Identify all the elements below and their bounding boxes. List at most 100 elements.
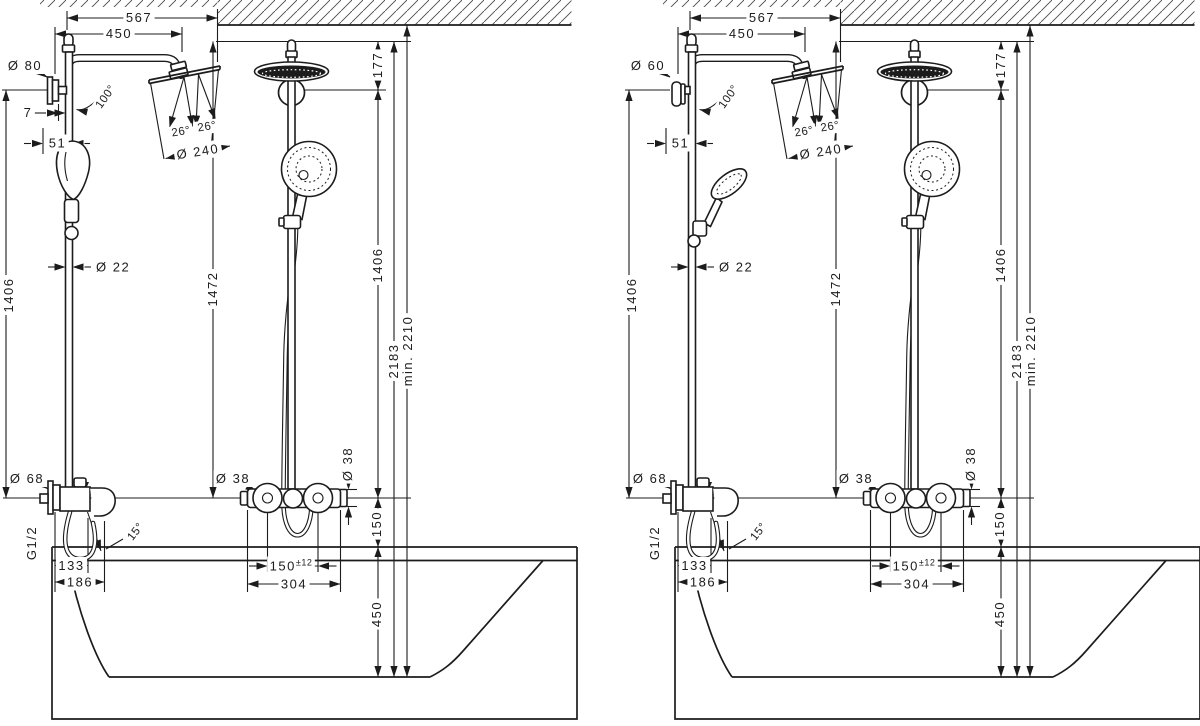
dim-offset-51: 51 [49,136,66,151]
dim-reach-133: 133 [681,558,707,573]
label-mask [669,134,692,152]
dim-reach-186: 186 [690,575,716,590]
dim-offset-51: 51 [672,136,689,151]
label-mask [123,9,155,26]
label-mask [369,49,386,81]
label-mask [278,575,310,593]
shower-linework-variant [34,77,90,240]
label-mask [369,245,386,285]
label-mask [91,80,121,114]
dim-flange-dia: Ø 60 [631,58,665,73]
label-mask [399,313,416,389]
drawing-right: 567 450 Ø 60 100° 51 26° 26° Ø 240 177 Ø… [623,0,1200,719]
label-mask [817,118,843,136]
label-mask [716,258,756,276]
label-mask [172,139,223,164]
dim-rim-150: 150 [369,511,384,537]
dim-total-width: 567 [749,10,775,25]
dim-spray-angle-right: 26° [820,120,841,135]
label-mask [726,25,758,42]
label-mask [194,118,220,136]
label-mask [46,134,69,152]
dim-height-column: 1472 [828,272,843,307]
label-mask [746,518,772,546]
label-mask [746,9,778,26]
dim-thread: G1/2 [647,526,662,560]
label-mask [991,508,1008,540]
label-mask [339,444,356,484]
dim-arm-reach: 450 [106,26,132,41]
dim-center-distance: 150±12 [270,558,313,574]
label-mask [991,598,1008,630]
label-mask [5,57,45,74]
label-mask [795,139,846,164]
dim-offset-7: 7 [24,105,33,120]
dim-valve-dia-callout: Ø 38 [839,471,873,486]
dim-tub-depth: 450 [369,601,384,627]
label-mask [204,269,221,309]
label-mask [168,123,194,141]
label-mask [267,556,315,575]
label-mask [213,470,253,487]
label-mask [962,444,979,484]
dim-rim-150: 150 [992,511,1007,537]
dim-spray-angle-left: 26° [794,125,815,140]
label-mask [7,470,47,487]
label-mask [678,557,711,574]
label-mask [836,470,876,487]
dim-flange-dia: Ø 80 [8,58,42,73]
dim-valve-flange-dia: Ø 68 [633,471,667,486]
dim-head-dia: Ø 240 [176,141,221,163]
drawing-left: 567 450 Ø 80 100° 7 51 26° 26° Ø 240 177… [0,0,577,719]
label-mask [992,49,1009,81]
label-mask [687,573,719,591]
label-mask [23,523,40,563]
dim-reach-186: 186 [67,575,93,590]
label-mask [123,518,149,546]
dim-pipe-dia: Ø 22 [719,260,753,275]
shower-linework [625,0,1200,719]
dim-height-wall: 1406 [1,278,16,313]
dim-pipe-dia: Ø 22 [96,260,130,275]
label-mask [628,57,668,74]
label-mask [890,556,938,575]
dim-head-dia: Ø 240 [799,141,844,163]
label-mask [1008,341,1025,381]
label-mask [103,25,135,42]
label-mask [0,275,17,315]
dim-valve-flange-dia: Ø 68 [10,471,44,486]
dim-arm-reach: 450 [729,26,755,41]
label-mask [714,80,744,114]
label-mask [1022,313,1039,389]
dim-drop-177: 177 [993,52,1008,78]
dim-center-304: 304 [904,577,930,592]
dim-tub-depth: 450 [992,601,1007,627]
dim-total-width: 567 [126,10,152,25]
label-mask [64,573,96,591]
dim-height-min: min. 2210 [400,316,415,387]
dim-height-wall: 1406 [624,278,639,313]
dim-thread: G1/2 [24,526,39,560]
label-mask [55,557,88,574]
dim-valve-dia-vertical: Ø 38 [963,447,978,481]
label-mask [901,575,933,593]
dim-height-arm: 1406 [370,248,385,283]
label-mask [791,123,817,141]
label-mask [992,245,1009,285]
label-mask [630,470,670,487]
dim-height-top: 2183 [1009,344,1024,379]
dim-spray-angle-left: 26° [171,125,192,140]
dim-height-arm: 1406 [993,248,1008,283]
dim-center-304: 304 [281,577,307,592]
label-mask [646,523,663,563]
dim-reach-133: 133 [58,558,84,573]
dim-drop-177: 177 [370,52,385,78]
label-mask [21,104,35,121]
dim-valve-dia-vertical: Ø 38 [340,447,355,481]
dim-height-min: min. 2210 [1023,316,1038,387]
label-mask [623,275,640,315]
label-mask [385,341,402,381]
label-mask [93,258,133,276]
shower-linework [2,0,577,719]
